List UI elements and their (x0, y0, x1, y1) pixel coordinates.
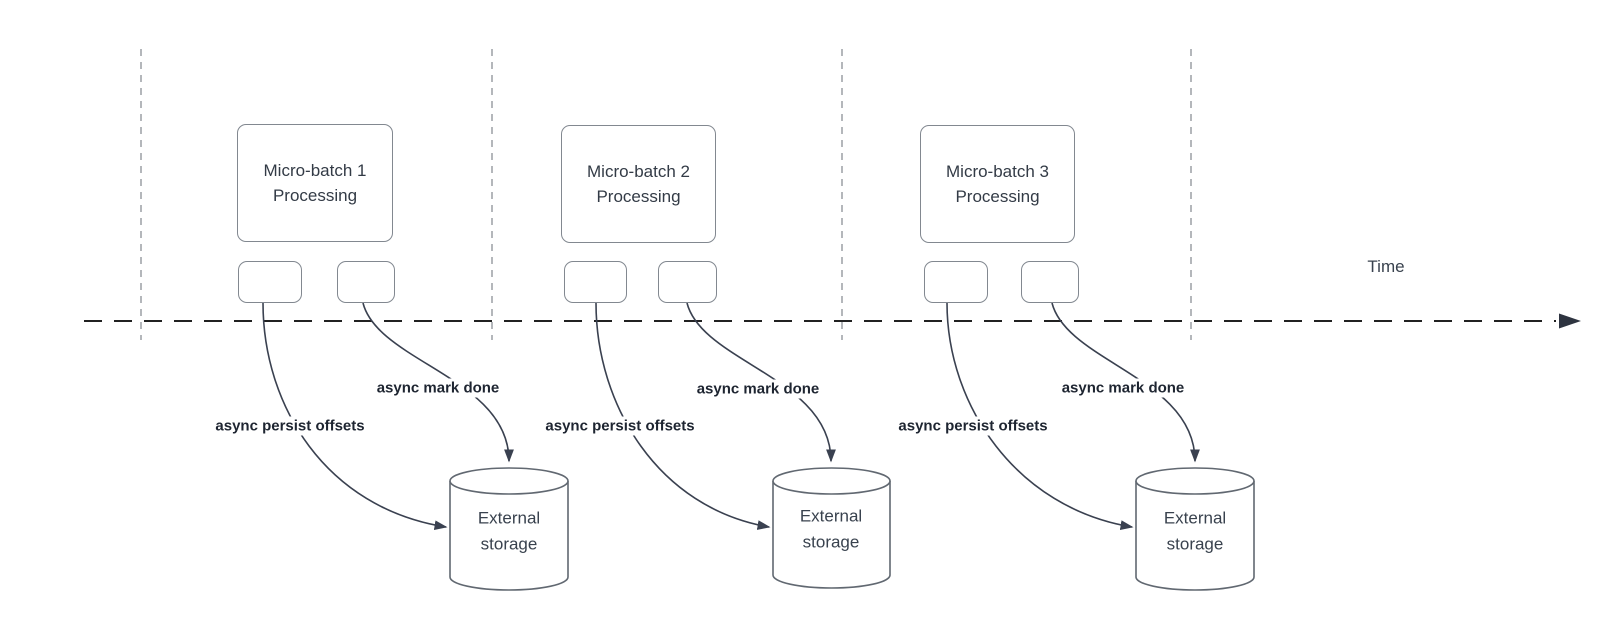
microbatch-2-box: Micro-batch 2 Processing (561, 125, 716, 243)
async-mark-done-arrow-1 (362, 302, 514, 463)
async-persist-offsets-arrow-1 (262, 302, 448, 531)
persist-offsets-source-box-1 (238, 261, 302, 303)
external-storage-cylinder-2 (772, 481, 891, 589)
async-mark-done-arrow-2 (686, 302, 836, 463)
external-storage-label-1: External storage (477, 508, 541, 554)
microbatch-3-title: Micro-batch 3 Processing (946, 161, 1049, 207)
external-storage-cylinder-3 (1135, 481, 1255, 591)
mark-done-source-box-3 (1021, 261, 1079, 303)
async-persist-offsets-label-1: async persist offsets (211, 416, 369, 436)
time-axis (84, 313, 1581, 329)
microbatch-3-box: Micro-batch 3 Processing (920, 125, 1075, 243)
time-axis-arrowhead-icon (1559, 313, 1581, 329)
time-axis-label: Time (1367, 257, 1405, 276)
external-storage-cylinder-1-top (449, 467, 569, 495)
mark-done-source-box-2 (658, 261, 717, 303)
microbatch-1-title: Micro-batch 1 Processing (263, 160, 367, 206)
microbatch-2-title: Micro-batch 2 Processing (587, 161, 690, 207)
async-persist-offsets-arrow-2 (595, 302, 771, 530)
external-storage-cylinder-2-top (772, 467, 891, 495)
external-storage-label-3: External storage (1163, 508, 1227, 554)
async-mark-done-arrow-3 (1051, 302, 1200, 463)
external-storage-cylinder-3-top (1135, 467, 1255, 495)
external-storage-label-2: External storage (799, 506, 863, 552)
persist-offsets-source-box-2 (564, 261, 627, 303)
async-mark-done-label-2: async mark done (692, 379, 824, 399)
batch-interval-guides (140, 49, 1192, 340)
mark-done-source-box-1 (337, 261, 395, 303)
async-mark-done-label-1: async mark done (372, 378, 504, 398)
external-storage-cylinders (449, 467, 1255, 591)
microbatch-1-box: Micro-batch 1 Processing (237, 124, 393, 242)
async-mark-done-label-3: async mark done (1057, 378, 1189, 398)
async-arrows (262, 302, 1200, 531)
persist-offsets-source-box-3 (924, 261, 988, 303)
external-storage-cylinder-1 (449, 481, 569, 591)
async-persist-offsets-label-3: async persist offsets (894, 416, 1052, 436)
async-persist-offsets-label-2: async persist offsets (541, 416, 699, 436)
async-persist-offsets-arrow-3 (946, 302, 1134, 530)
